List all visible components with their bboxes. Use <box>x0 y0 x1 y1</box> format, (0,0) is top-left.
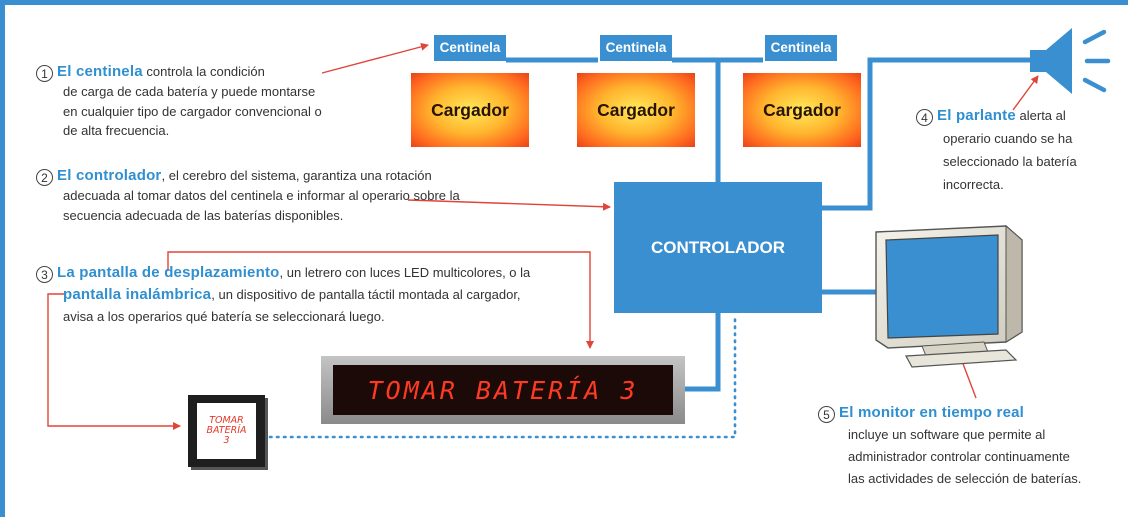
callout-text: adecuada al tomar datos del centinela e … <box>63 188 460 203</box>
led-sign-text: TOMAR BATERÍA 3 <box>333 365 673 415</box>
controller-box: CONTROLADOR <box>614 182 822 313</box>
callout-text: en cualquier tipo de cargador convencion… <box>63 103 322 119</box>
tablet-line-2: BATERÍA <box>206 425 247 436</box>
charger-2: Cargador <box>577 73 695 147</box>
tablet-line-3: 3 <box>223 435 230 446</box>
callout-title: El controlador <box>57 167 162 184</box>
blue-cables <box>506 57 1030 392</box>
callout-number: 4 <box>916 109 933 126</box>
charger-1: Cargador <box>411 73 529 147</box>
callout-title-2: pantalla inalámbrica <box>63 286 212 303</box>
callout-text: controla la condición <box>142 64 265 79</box>
callout-text: seleccionado la batería <box>943 154 1077 169</box>
callout-text: de carga de cada batería y puede montars… <box>63 84 316 99</box>
tablet-line-1: TOMAR <box>209 415 244 426</box>
callout-text: alerta al <box>1015 108 1066 123</box>
callout-text: , el cerebro del sistema, garantiza una … <box>161 168 432 183</box>
callout-number: 2 <box>36 169 53 186</box>
callout-number: 3 <box>36 266 53 283</box>
callout-text: incluye un software que permite al <box>848 427 1046 442</box>
callout-text: avisa a los operarios qué batería se sel… <box>63 309 385 324</box>
monitor-icon <box>875 224 1023 368</box>
speaker-icon <box>1030 28 1111 94</box>
callout-text: , un letrero con luces LED multicolores,… <box>279 265 531 280</box>
callout-text: de alta frecuencia. <box>63 123 170 138</box>
wireless-link <box>268 316 737 439</box>
callout-text: administrador controlar continuamente <box>848 449 1070 464</box>
callout-text: las actividades de selección de baterías… <box>848 471 1082 486</box>
callout-text: , un dispositivo de pantalla táctil mont… <box>211 287 521 302</box>
sentinel-1: Centinela <box>434 35 506 61</box>
charger-3: Cargador <box>743 73 861 147</box>
sentinel-3: Centinela <box>765 35 837 61</box>
callout-number: 5 <box>818 406 835 423</box>
callout-title: El centinela <box>57 63 143 80</box>
callout-text: incorrecta. <box>943 177 1004 192</box>
tablet-screen: TOMAR BATERÍA 3 <box>197 403 256 459</box>
callout-text: secuencia adecuada de las baterías dispo… <box>63 207 344 223</box>
callout-number: 1 <box>36 65 53 82</box>
scrolling-display: TOMAR BATERÍA 3 <box>321 356 685 424</box>
callout-title: La pantalla de desplazamiento <box>57 264 280 281</box>
callout-title: El monitor en tiempo real <box>839 404 1025 421</box>
callout-title: El parlante <box>937 107 1016 124</box>
controller-label: CONTROLADOR <box>650 237 786 257</box>
tablet-icon: TOMAR BATERÍA 3 <box>188 395 265 467</box>
callout-text: operario cuando se ha <box>943 131 1073 146</box>
sentinel-2: Centinela <box>600 35 672 61</box>
